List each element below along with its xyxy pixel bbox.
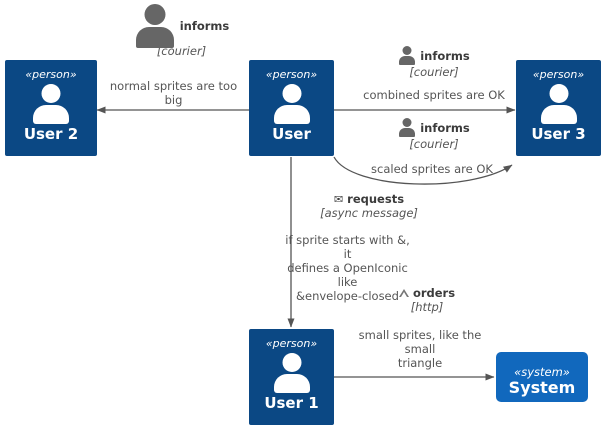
rel-tech-informs-user3-combined: [courier] (409, 65, 459, 79)
node-user2-label: User 2 (23, 125, 79, 143)
rel-title-requests: requests (347, 192, 405, 206)
rel-message-user1-system: small sprites, like the small triangle (358, 328, 482, 370)
person-sprite-gray-small (398, 118, 416, 137)
node-user1-label: User 1 (264, 394, 319, 412)
person-sprite-white (269, 353, 315, 393)
node-system-label: System (508, 377, 576, 397)
rel-title-informs-user2: informs (179, 19, 230, 33)
rel-label-user-user3-scaled: informs [courier] (378, 118, 490, 151)
person-sprite-gray-large (134, 4, 176, 48)
person-sprite-white (536, 84, 582, 124)
person-sprite-white (28, 84, 74, 124)
rel-title-orders: orders (412, 286, 456, 300)
envelope-closed-icon: ✉ (333, 192, 344, 206)
rel-message-user-user3-combined: combined sprites are OK (363, 88, 505, 102)
rel-message-user-user1: if sprite starts with &, it defines a Op… (285, 233, 410, 303)
rel-title-informs-user3-combined: informs (420, 48, 470, 63)
rel-label-user-user3-combined: informs [courier] (378, 46, 490, 79)
person-sprite-gray-small (398, 46, 416, 65)
node-user2[interactable]: «person» User 2 (5, 60, 97, 156)
node-user2-stereotype: «person» (25, 68, 77, 81)
node-user3-label: User 3 (531, 125, 586, 143)
node-system-stereotype: «system» (514, 364, 570, 379)
node-system[interactable]: «system» System (496, 352, 588, 402)
node-user3[interactable]: «person» User 3 (516, 60, 601, 156)
rel-title-informs-user3-scaled: informs (420, 120, 470, 135)
node-user[interactable]: «person» User (249, 60, 334, 156)
rel-label-user1-system: orders [http] (378, 286, 476, 314)
triangle-icon (398, 289, 409, 297)
person-sprite-white (269, 84, 315, 124)
node-user1-stereotype: «person» (265, 337, 318, 350)
rel-label-user-user2: informs [courier] (114, 4, 249, 58)
rel-label-user-user1: ✉ requests [async message] (310, 192, 428, 220)
rel-tech-orders: [http] (410, 300, 444, 314)
rel-message-user-user2: normal sprites are too big (109, 79, 238, 107)
node-user-stereotype: «person» (265, 68, 318, 81)
rel-message-user-user3-scaled: scaled sprites are OK (371, 162, 493, 176)
rel-tech-requests: [async message] (320, 206, 418, 220)
node-user1[interactable]: «person» User 1 (249, 329, 334, 425)
node-user-label: User (272, 125, 311, 143)
node-user3-stereotype: «person» (532, 68, 585, 81)
rel-tech-informs-user3-scaled: [courier] (409, 137, 459, 151)
